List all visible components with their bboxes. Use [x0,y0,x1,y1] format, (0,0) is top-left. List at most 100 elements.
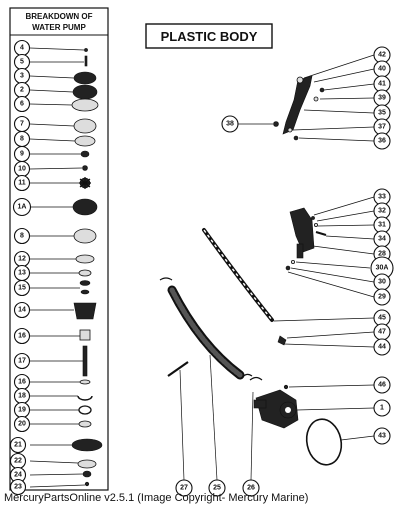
callout: 40 [373,60,391,78]
callout: 43 [373,427,391,445]
callout: 44 [373,338,391,356]
callout: 23 [9,478,27,496]
svg-text:15: 15 [18,285,26,292]
callout: 19 [13,401,31,419]
callout: 14 [13,301,31,319]
svg-text:22: 22 [14,458,22,465]
svg-text:35: 35 [378,110,386,117]
callout: 25 [208,479,226,497]
svg-text:24: 24 [14,472,22,479]
svg-text:6: 6 [20,101,24,108]
svg-text:33: 33 [378,194,386,201]
left-panel-parts [71,48,103,487]
callout: 39 [373,89,391,107]
svg-text:38: 38 [226,121,234,128]
copyright-footer: MercuryPartsOnline v2.5.1 (Image Copyrig… [4,492,309,504]
callout: 29 [373,288,391,306]
svg-text:1A: 1A [18,204,27,211]
callout: 16 [13,373,31,391]
callout: 1A [12,197,32,217]
title-box [145,23,273,49]
callout: 21 [9,436,27,454]
svg-text:20: 20 [18,421,26,428]
callout: 35 [373,104,391,122]
callout: 38 [221,115,239,133]
svg-text:26: 26 [247,485,255,492]
svg-text:37: 37 [378,124,386,131]
callout: 16 [13,327,31,345]
svg-text:36: 36 [378,138,386,145]
main-title: PLASTIC BODY [161,29,258,44]
callout: 2 [13,81,31,99]
callout: 13 [13,264,31,282]
svg-text:28: 28 [378,251,386,258]
callout: 12 [13,250,31,268]
callout: 22 [9,452,27,470]
svg-text:18: 18 [18,393,26,400]
right-diagram-parts [159,75,343,466]
svg-text:16: 16 [18,333,26,340]
svg-text:29: 29 [378,294,386,301]
callout: 7 [13,115,31,133]
svg-text:4: 4 [20,45,24,52]
callout: 26 [242,479,260,497]
svg-text:40: 40 [378,66,386,73]
callout: 24 [9,466,27,484]
svg-text:30A: 30A [376,265,389,272]
svg-text:12: 12 [18,256,26,263]
callout: 47 [373,323,391,341]
panel-title-line2: WATER PUMP [32,23,86,32]
callout: 17 [13,352,31,370]
right-diagram-leaders [179,54,375,481]
callout: 10 [13,160,31,178]
svg-text:44: 44 [378,344,386,351]
svg-text:7: 7 [20,121,24,128]
callout: 8 [13,227,31,245]
svg-text:43: 43 [378,433,386,440]
svg-text:45: 45 [378,315,386,322]
svg-text:47: 47 [378,329,386,336]
callout: 30 [373,273,391,291]
svg-text:16: 16 [18,379,26,386]
callout: 6 [13,95,31,113]
svg-text:17: 17 [18,358,26,365]
svg-text:2: 2 [20,87,24,94]
svg-text:46: 46 [378,382,386,389]
callout: 34 [373,230,391,248]
svg-text:19: 19 [18,407,26,414]
svg-text:21: 21 [14,442,22,449]
svg-text:27: 27 [180,485,188,492]
svg-text:42: 42 [378,52,386,59]
svg-text:10: 10 [18,166,26,173]
svg-text:31: 31 [378,222,386,229]
callout: 5 [13,53,31,71]
callout: 46 [373,376,391,394]
svg-text:14: 14 [18,307,26,314]
right-callouts: 42 40 41 39 38 35 37 36 33 32 31 34 28 3… [175,46,394,497]
callout: 3 [13,67,31,85]
callout: 4 [13,39,31,57]
svg-text:34: 34 [378,236,386,243]
svg-text:8: 8 [20,233,24,240]
svg-text:3: 3 [20,73,24,80]
callout: 27 [175,479,193,497]
svg-text:13: 13 [18,270,26,277]
svg-text:8: 8 [20,136,24,143]
callout: 1 [373,399,391,417]
panel-title-line1: BREAKDOWN OF [25,12,92,21]
svg-text:41: 41 [378,81,386,88]
callout: 9 [13,145,31,163]
callout: 8 [13,130,31,148]
svg-text:1: 1 [380,405,384,412]
svg-text:5: 5 [20,59,24,66]
svg-text:39: 39 [378,95,386,102]
callout: 11 [13,174,31,192]
callout: 18 [13,387,31,405]
svg-text:9: 9 [20,151,24,158]
callout: 36 [373,132,391,150]
svg-text:11: 11 [18,180,26,187]
svg-text:32: 32 [378,208,386,215]
callout: 20 [13,415,31,433]
left-callouts: 4 5 3 2 6 7 8 9 10 11 1A 8 12 13 15 14 1… [9,39,32,496]
